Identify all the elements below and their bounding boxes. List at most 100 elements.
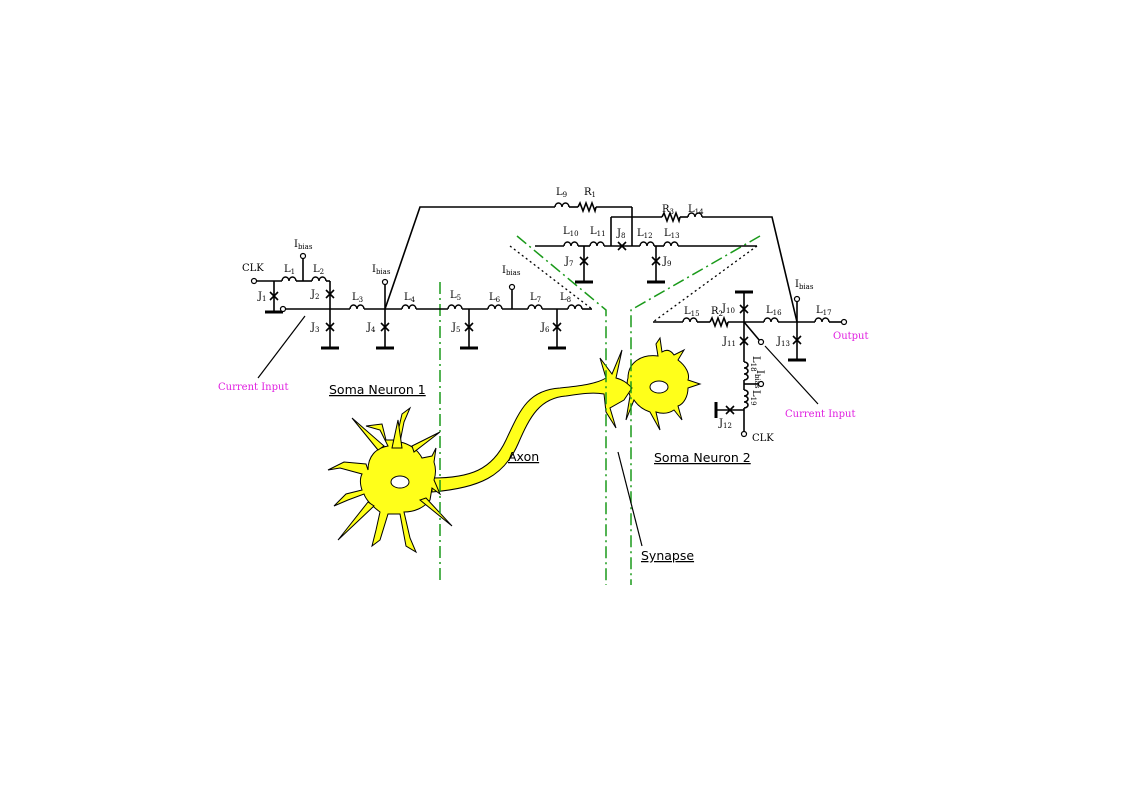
label-j11: J11	[722, 336, 736, 348]
label-l5: L5	[450, 290, 461, 302]
inductor-l3	[349, 304, 365, 310]
label-j3: J3	[310, 322, 319, 334]
label-l10: L10	[563, 226, 579, 238]
label-r2: R2	[711, 306, 723, 318]
label-l15: L15	[684, 306, 700, 318]
inductors	[281, 202, 830, 409]
neuron-1-dendrite-d	[337, 501, 375, 541]
wires	[254, 206, 842, 547]
annotations: Current Input Current Input Output Soma …	[218, 331, 869, 563]
label-bias-3: Ibias	[502, 265, 521, 277]
leader-current-input-left	[257, 315, 306, 379]
junction-j3	[325, 322, 335, 332]
label-l7: L7	[530, 292, 541, 304]
label-j2: J2	[310, 289, 319, 301]
annotation-output: Output	[833, 331, 869, 342]
resistor-r1	[577, 200, 597, 214]
neuron-1-dendrite-c	[418, 497, 453, 527]
resistors	[577, 200, 729, 329]
junction-j12	[725, 405, 735, 415]
label-l8: L8	[560, 292, 571, 304]
neuron-1-nucleus	[390, 475, 410, 489]
terminal-bias-4	[793, 295, 801, 303]
junction-j8	[617, 241, 627, 251]
terminal-current-input-left	[279, 305, 287, 313]
junction-j6	[552, 322, 562, 332]
label-l18: L18	[749, 356, 761, 372]
junction-j5	[464, 322, 474, 332]
inductor-l6	[487, 304, 503, 310]
label-bias-5: Ibias	[753, 370, 765, 389]
resistor-r2	[709, 315, 729, 329]
label-l3: L3	[352, 292, 363, 304]
inductor-l10	[563, 241, 579, 247]
label-j10: J10	[721, 303, 735, 315]
label-l17: L17	[816, 305, 832, 317]
label-l4: L4	[404, 292, 416, 304]
label-l9: L9	[556, 187, 567, 199]
region-label-soma-neuron-2: Soma Neuron 2	[654, 450, 751, 465]
label-l19: L19	[749, 390, 761, 406]
dotted-guides	[509, 245, 758, 323]
terminal-current-input-right	[757, 338, 765, 346]
label-j6: J6	[540, 322, 550, 334]
terminal-clk-left	[250, 277, 258, 285]
region-label-synapse: Synapse	[641, 548, 694, 563]
dotted-guide-2	[652, 245, 758, 323]
terminal-bias-5	[757, 380, 765, 388]
terminal-bias-1	[299, 252, 307, 260]
label-j13: J13	[776, 336, 790, 348]
label-clk-left: CLK	[242, 263, 264, 274]
label-j8: J8	[616, 228, 625, 240]
leader-synapse	[617, 451, 643, 547]
leader-current-input-right	[764, 345, 819, 405]
label-j4: J4	[366, 322, 376, 334]
label-clk-right: CLK	[752, 433, 774, 444]
label-bias-4: Ibias	[795, 279, 814, 291]
label-j1: J1	[257, 291, 266, 303]
divider-synapse-left	[516, 235, 607, 585]
resistor-r3	[661, 210, 681, 224]
terminal-bias-2	[381, 278, 389, 286]
dotted-guide-1	[509, 245, 593, 310]
terminal-output	[840, 318, 848, 326]
label-bias-2: Ibias	[372, 264, 391, 276]
inductor-l12	[639, 241, 655, 247]
junction-j7	[579, 256, 589, 266]
inductor-l16	[763, 317, 779, 323]
inductor-l13	[663, 241, 679, 247]
neuron-1-dendrite-a	[391, 419, 403, 449]
label-l13: L13	[664, 228, 680, 240]
label-bias-1: Ibias	[294, 239, 313, 251]
inductor-l8	[567, 304, 583, 310]
junction-j9	[651, 256, 661, 266]
neuron-1-dendrite-b	[351, 417, 385, 451]
inductor-l18	[743, 361, 749, 381]
region-label-soma-neuron-1: Soma Neuron 1	[329, 382, 426, 397]
label-l11: L11	[590, 226, 606, 238]
label-j9: J9	[662, 256, 671, 268]
terminal-bias-3	[508, 283, 516, 291]
neuron-2-nucleus	[649, 380, 669, 394]
label-j5: J5	[451, 322, 460, 334]
label-l12: L12	[637, 228, 653, 240]
junction-j1	[269, 291, 279, 301]
label-j12: J12	[718, 418, 732, 430]
label-j7: J7	[564, 256, 573, 268]
neuron-2	[625, 336, 702, 431]
junction-j4	[380, 322, 390, 332]
label-l14: L14	[688, 204, 704, 216]
junction-j13	[792, 335, 802, 345]
inductor-l2	[311, 276, 327, 282]
neuron-1	[327, 349, 633, 554]
inductor-l17	[814, 317, 830, 323]
inductor-l11	[589, 241, 605, 247]
annotation-current-input-right: Current Input	[785, 409, 855, 420]
junction-j10	[739, 304, 749, 314]
junction-j11	[739, 336, 749, 346]
junction-j2	[325, 289, 335, 299]
neuron-1-dendrite-e	[411, 431, 441, 453]
label-r1: R1	[584, 187, 596, 199]
